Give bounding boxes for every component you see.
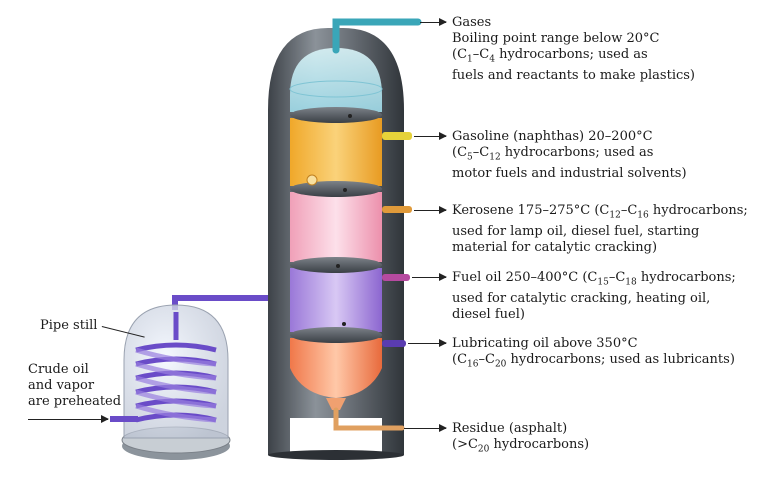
column-interior [289, 48, 383, 410]
lubricating-arrow [408, 339, 447, 347]
lubricating-label: Lubricating oil above 350°C (C16–C20 hyd… [452, 336, 735, 370]
gasoline-label: Gasoline (naphthas) 20–200°C (C5–C12 hyd… [452, 129, 687, 181]
crude-feed-arrow [28, 415, 109, 423]
gases-label: Gases Boiling point range below 20°C (C1… [452, 15, 696, 83]
pipe-still-label: Pipe still [40, 318, 98, 333]
kerosene-arrow [414, 206, 447, 214]
residue-arrow [404, 424, 447, 432]
gases-arrow [420, 18, 447, 26]
kerosene-label: Kerosene 175–275°C (C12–C16 hydrocarbons… [452, 203, 748, 255]
crude-oil-label: Crude oil and vapor are preheated [28, 362, 122, 409]
gasoline-arrow [414, 132, 447, 140]
pipe-still-furnace [110, 304, 231, 460]
fuel-oil-label: Fuel oil 250–400°C (C15–C18 hydrocarbons… [452, 270, 736, 322]
residue-label: Residue (asphalt) (>C20 hydrocarbons) [452, 421, 590, 455]
outlet-pipes [332, 18, 422, 431]
fuel-oil-arrow [412, 273, 447, 281]
